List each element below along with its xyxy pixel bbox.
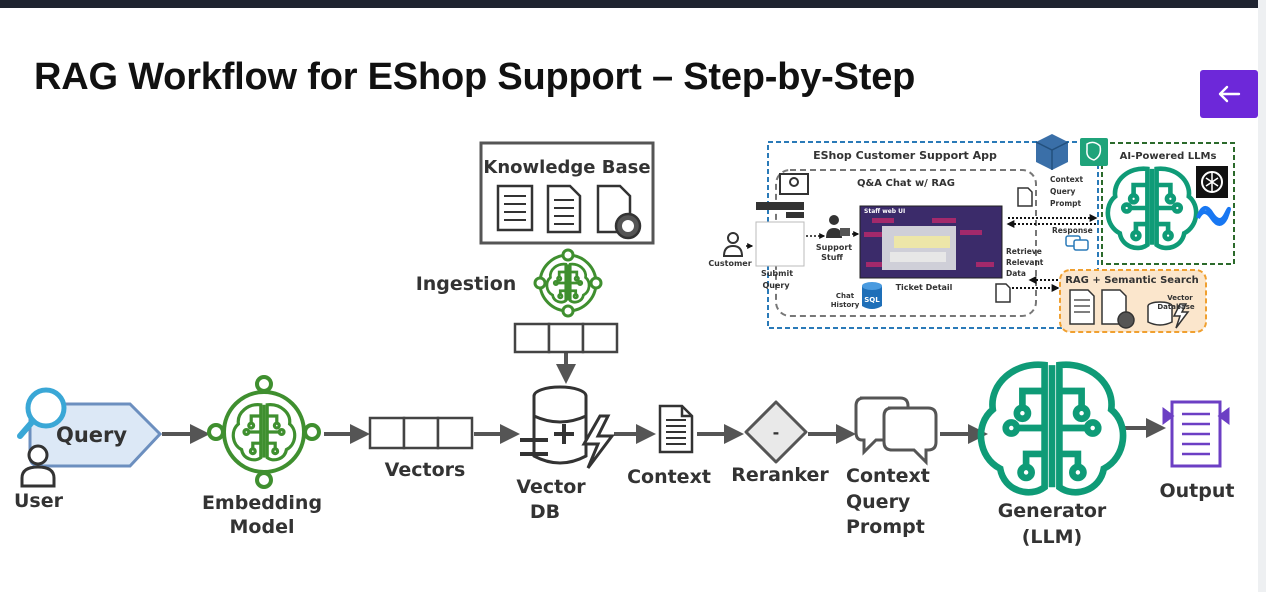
support-staff-icon [826, 215, 850, 238]
ingestion-vectors-icon [513, 322, 619, 354]
customer-icon [722, 232, 744, 257]
retrieve-label-1: Retrieve [1006, 247, 1042, 256]
meta-icon [1196, 206, 1231, 226]
ctx-label-1: Context [1050, 175, 1084, 184]
brain-icon [981, 365, 1123, 493]
vdb-label-2: Database [1157, 303, 1195, 311]
ingestion-icon [533, 248, 603, 318]
inset-doc-icons [995, 187, 1033, 303]
embedding-label-2: Model [230, 516, 295, 538]
query-label: Query [56, 423, 127, 447]
user-label: User [14, 490, 64, 512]
chat-bubbles-icon [854, 396, 938, 466]
ticket-detail-label: Ticket Detail [896, 283, 953, 292]
search-icon [17, 387, 67, 439]
support-label-1: Support [816, 243, 852, 252]
context-label: Context [627, 466, 711, 488]
retrieve-label-2: Relevant [1006, 258, 1044, 267]
vectordb-label-1: Vector [516, 476, 586, 498]
sql-text: SQL [864, 296, 880, 304]
knowledge-base-label: Knowledge Base [483, 157, 650, 178]
retrieve-label-3: Data [1006, 269, 1026, 278]
prompt-label-1: Context [846, 465, 930, 487]
reranker-symbol: - [773, 423, 780, 442]
page-title: RAG Workflow for EShop Support – Step-by… [34, 56, 916, 98]
response-label: Response [1052, 226, 1093, 235]
support-chat-icon [779, 173, 809, 195]
ingestion-label: Ingestion [416, 273, 517, 295]
rag-docs-icon [1069, 289, 1135, 329]
vectors-icon [368, 416, 474, 450]
ai-llms-label: AI-Powered LLMs [1120, 151, 1217, 162]
vectors-label: Vectors [385, 459, 466, 481]
ctx-label-2: Query [1050, 187, 1076, 196]
staff-ui-label: Staff web UI [864, 208, 905, 215]
generator-label-1: Generator [998, 500, 1107, 522]
rag-database-icon [1147, 301, 1190, 329]
generator-label-2: (LLM) [1022, 526, 1083, 548]
app-title: EShop Customer Support App [813, 149, 997, 162]
knowledge-base-box: Knowledge Base [479, 141, 655, 245]
top-bar [0, 0, 1258, 8]
ctx-label-3: Prompt [1050, 199, 1082, 208]
reranker-label: Reranker [731, 464, 829, 486]
arrow-left-icon [1218, 85, 1241, 103]
ai-llms-box [1101, 142, 1235, 265]
output-label: Output [1160, 480, 1235, 502]
prompt-label-3: Prompt [846, 516, 925, 538]
submit-label-2: Query [762, 281, 790, 290]
cube-icon [1035, 134, 1069, 170]
scrollbar-track[interactable] [1258, 0, 1266, 592]
response-bubbles-icon [1065, 235, 1089, 251]
chat-history-label-1: Chat [836, 292, 855, 300]
back-button[interactable] [1200, 70, 1258, 118]
flow-arrows [162, 352, 1166, 444]
eshop-app-inset: EShop Customer Support App Q&A Chat w/ R… [708, 134, 1235, 333]
rag-search-label: RAG + Semantic Search [1065, 275, 1199, 286]
vector-db-icon [520, 385, 615, 469]
vdb-label-1: Vector [1167, 294, 1193, 302]
submit-label-1: Submit [761, 269, 793, 278]
user-icon [20, 444, 56, 488]
sql-icon: SQL [862, 282, 882, 309]
list-icon [1162, 400, 1230, 468]
chat-history-label-2: History [831, 301, 860, 309]
small-brain-icon [1108, 169, 1196, 248]
qa-title: Q&A Chat w/ RAG [857, 178, 955, 189]
customer-label: Customer [708, 259, 751, 268]
embedding-label-1: Embedding [202, 492, 322, 514]
prompt-label-2: Query [846, 491, 911, 513]
embedding-model-icon [207, 375, 321, 489]
vectordb-label-2: DB [530, 501, 560, 523]
openai-icon [1196, 166, 1228, 198]
reranker-icon: - [744, 400, 808, 464]
support-label-2: Stuff [821, 253, 843, 262]
document-icon [658, 404, 694, 454]
